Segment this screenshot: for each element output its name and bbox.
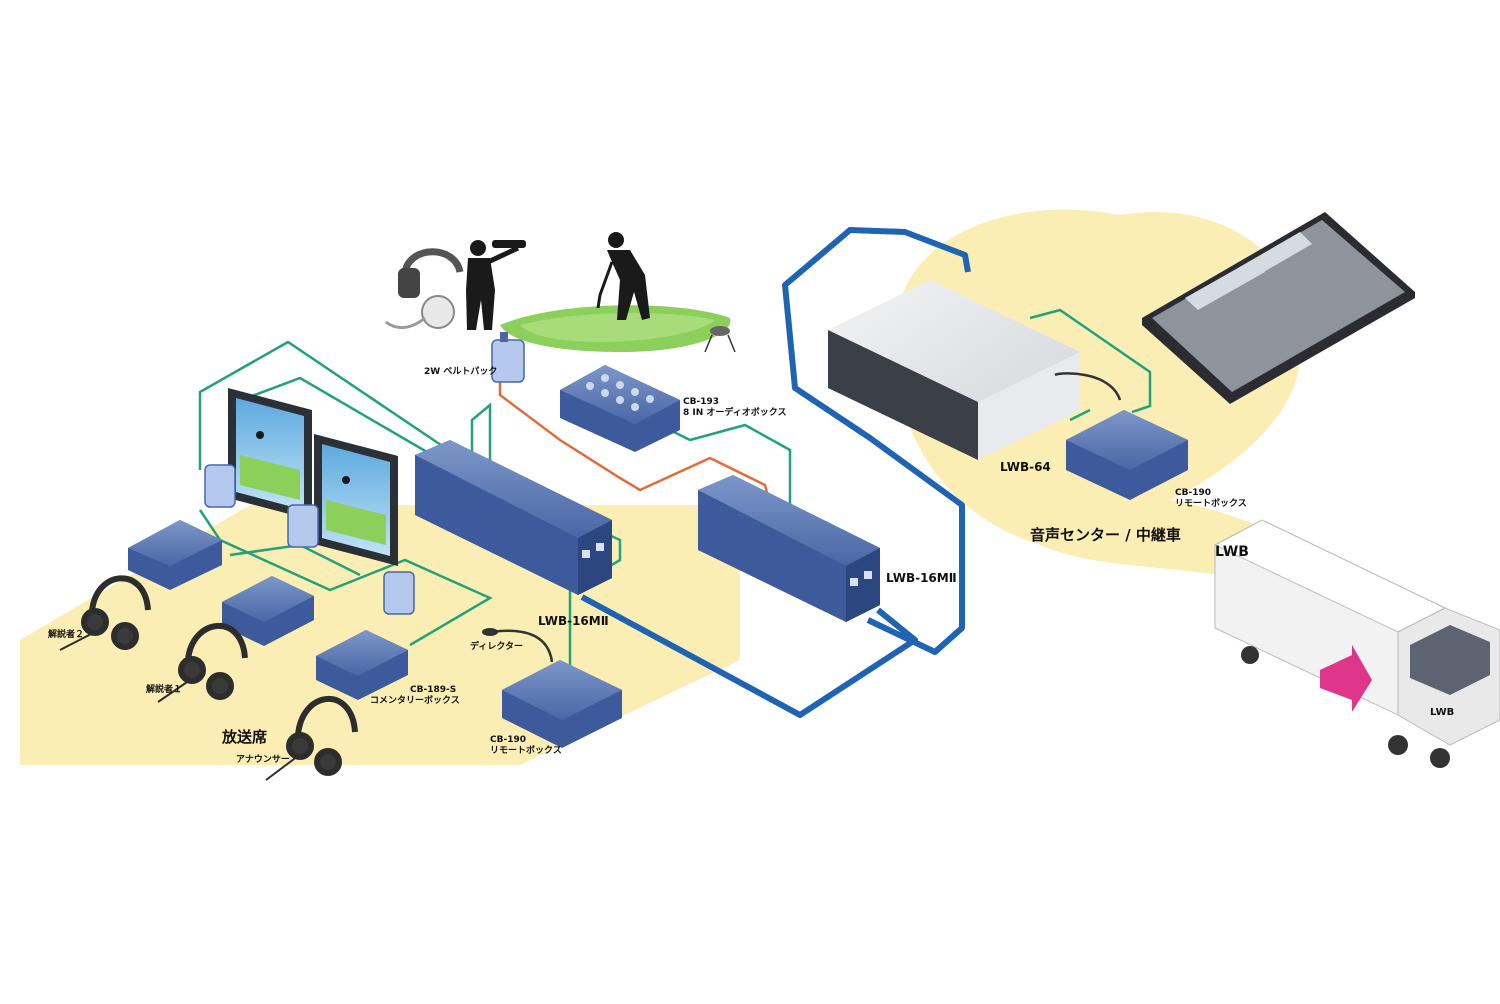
label-cb193-name: 8 IN オーディオボックス bbox=[683, 406, 787, 418]
fiber-cable-main bbox=[580, 594, 918, 718]
truck-logo-front: LWB bbox=[1430, 707, 1454, 718]
monitor-right bbox=[314, 434, 398, 566]
cb193-audio-box bbox=[560, 365, 680, 452]
commentary-box-3 bbox=[316, 630, 408, 700]
label-lwb16-center: LWB-16MⅡ bbox=[886, 571, 957, 585]
truck-logo-side: LWB bbox=[1215, 544, 1249, 560]
label-director: ディレクター bbox=[470, 640, 523, 652]
label-commentator1: 解説者１ bbox=[146, 683, 182, 695]
label-cb190-left-model: CB-190 bbox=[490, 735, 526, 745]
camera-operator-silhouette bbox=[466, 240, 526, 330]
signal-line-orange bbox=[498, 375, 772, 506]
label-lwb16-left: LWB-16MⅡ bbox=[538, 614, 609, 628]
label-cb193-model: CB-193 bbox=[683, 397, 719, 407]
lwb64-rack bbox=[828, 280, 1122, 460]
field-microphone bbox=[704, 326, 736, 353]
label-announcer: アナウンサー bbox=[236, 754, 290, 765]
lwb16-center-unit bbox=[698, 475, 880, 622]
label-broadcast-booth: 放送席 bbox=[221, 728, 267, 746]
belt-packs-booth bbox=[204, 464, 415, 615]
commentary-box-2 bbox=[222, 576, 314, 646]
headset-device bbox=[385, 248, 464, 329]
mixing-console bbox=[1142, 212, 1415, 404]
label-cb189-model: CB-189-S bbox=[410, 685, 456, 695]
fiber-cable-lines bbox=[580, 227, 971, 718]
golfer-silhouette bbox=[596, 232, 650, 320]
label-sound-center: 音声センター / 中継車 bbox=[1030, 526, 1181, 544]
label-cb190-left-name: リモートボックス bbox=[490, 744, 562, 756]
label-belt-pack: 2W ベルトパック bbox=[424, 365, 497, 377]
label-cb189-name: コメンタリーボックス bbox=[370, 694, 460, 706]
headset-commentator2 bbox=[59, 575, 151, 651]
headset-announcer bbox=[265, 696, 358, 781]
golf-scene bbox=[385, 232, 736, 383]
fiber-cable-loop bbox=[782, 227, 971, 655]
director-remote-box bbox=[482, 628, 622, 748]
belt-pack-device bbox=[491, 332, 525, 383]
commentary-box-1 bbox=[128, 520, 222, 590]
lwb16-left-unit bbox=[415, 440, 612, 595]
label-cb190-right-name: リモートボックス bbox=[1175, 497, 1247, 509]
truck-arrow bbox=[1320, 645, 1372, 712]
headset-commentator1 bbox=[157, 623, 248, 703]
label-lwb64: LWB-64 bbox=[1000, 460, 1051, 474]
label-commentator2: 解説者２ bbox=[48, 628, 84, 640]
label-cb190-right-model: CB-190 bbox=[1175, 488, 1211, 498]
broadcast-truck bbox=[1213, 519, 1500, 768]
cb190-right-remote-box bbox=[1066, 410, 1188, 500]
golf-fairway-shade bbox=[520, 313, 715, 342]
monitor-left bbox=[228, 388, 312, 520]
